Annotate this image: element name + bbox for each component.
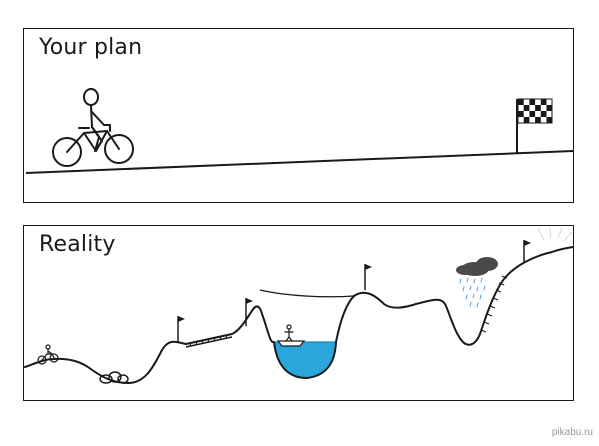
plan-finish-flag bbox=[516, 98, 553, 154]
sun-rays bbox=[537, 226, 573, 242]
flag bbox=[364, 264, 372, 290]
checkered-flag-icon bbox=[517, 98, 553, 124]
terrain bbox=[24, 246, 574, 384]
zipline bbox=[259, 289, 355, 298]
watermark: pikabu.ru bbox=[551, 427, 593, 438]
rain bbox=[459, 277, 486, 308]
storm-cloud-icon bbox=[456, 257, 498, 276]
reality-cyclist bbox=[37, 344, 59, 365]
boat bbox=[276, 324, 306, 347]
reality-title: Reality bbox=[39, 232, 116, 257]
plan-drawing bbox=[25, 88, 574, 174]
plan-cyclist bbox=[52, 88, 134, 167]
flag bbox=[177, 316, 185, 343]
plan-road bbox=[25, 150, 574, 174]
flag bbox=[523, 240, 531, 262]
rope-bridge bbox=[185, 333, 233, 348]
flag bbox=[245, 298, 253, 326]
water bbox=[274, 342, 336, 378]
reality-drawing bbox=[24, 226, 574, 384]
rocks bbox=[99, 371, 129, 384]
cliff-rungs bbox=[480, 275, 508, 333]
reality-panel: Reality bbox=[23, 225, 574, 401]
plan-panel: Your plan bbox=[23, 28, 574, 203]
plan-title: Your plan bbox=[39, 35, 143, 60]
